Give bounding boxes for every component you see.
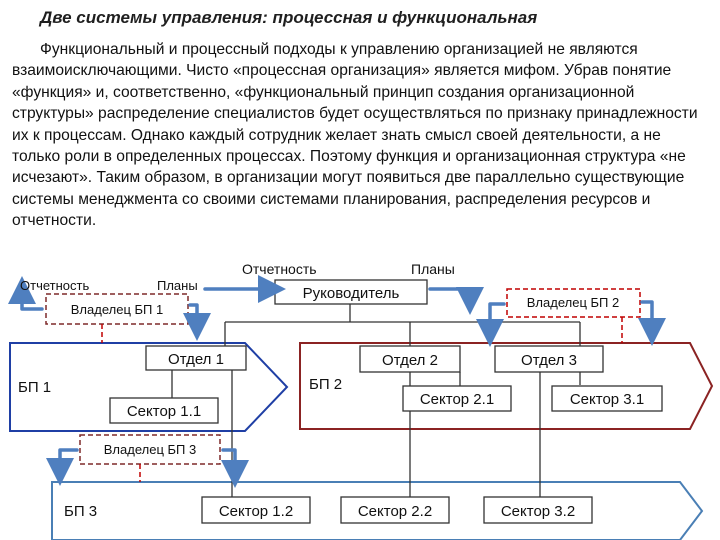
sector-3-2-box — [483, 496, 593, 524]
dept3-box — [494, 345, 604, 373]
owner3-label: Владелец БП 3 — [104, 442, 196, 457]
org-connector-lines — [171, 300, 581, 497]
sector-3-1-label: Сектор 3.1 — [570, 391, 644, 408]
sector-1-2-box — [201, 496, 311, 524]
owner2-report-arrow-icon — [476, 302, 506, 347]
body-paragraph: Функциональный и процессный подходы к уп… — [12, 41, 698, 230]
owner1-report-label: Отчетность — [20, 278, 89, 293]
owner-bp1-box — [45, 293, 189, 325]
sector-1-1-box — [109, 397, 219, 424]
bp3-label: БП 3 — [64, 503, 97, 520]
head-report-label: Отчетность — [242, 261, 317, 277]
dept3-label: Отдел 3 — [521, 352, 577, 369]
sector-3-1-box — [551, 385, 663, 412]
owner1-report-arrow-icon — [8, 276, 44, 311]
dept2-label: Отдел 2 — [382, 352, 438, 369]
bp2-label: БП 2 — [309, 376, 342, 393]
owner3-report-arrow-icon — [46, 448, 79, 486]
sector-3-2-label: Сектор 3.2 — [501, 503, 575, 520]
owner1-label: Владелец БП 1 — [71, 302, 163, 317]
owner3-plans-arrow-icon — [221, 448, 249, 488]
dept1-label: Отдел 1 — [168, 351, 224, 368]
plans-arrow-icon — [428, 287, 484, 315]
bp1-label: БП 1 — [18, 379, 51, 396]
owner1-plans-arrow-icon — [183, 303, 211, 341]
owner1-plans-label: Планы — [157, 278, 198, 293]
sector-1-1-label: Сектор 1.1 — [127, 403, 201, 420]
owner2-plans-arrow-icon — [638, 300, 666, 346]
slide-title: Две системы управления: процессная и фун… — [40, 8, 538, 27]
head-plans-label: Планы — [411, 261, 455, 277]
dept1-box — [145, 345, 247, 371]
sector-2-1-box — [402, 385, 512, 412]
sector-2-2-label: Сектор 2.2 — [358, 503, 432, 520]
owner-bp2-box — [506, 288, 641, 318]
sector-2-2-box — [340, 496, 450, 524]
owner-bp3-box — [79, 434, 221, 465]
dept2-box — [359, 345, 461, 373]
sector-2-1-label: Сектор 2.1 — [420, 391, 494, 408]
owner2-label: Владелец БП 2 — [527, 295, 619, 310]
head-label: Руководитель — [303, 285, 400, 302]
sector-1-2-label: Сектор 1.2 — [219, 503, 293, 520]
head-box — [274, 279, 428, 305]
